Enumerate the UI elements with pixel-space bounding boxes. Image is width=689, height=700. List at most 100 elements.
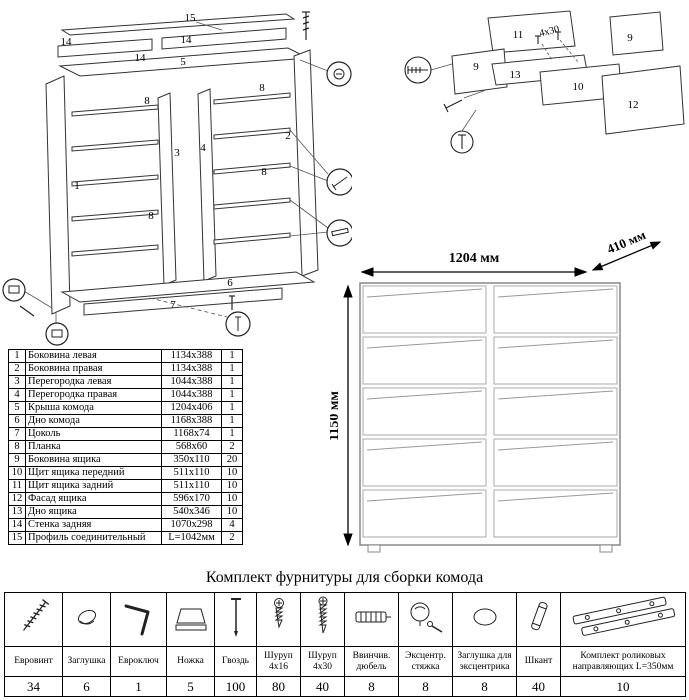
part-num: 8: [8, 440, 26, 454]
hardware-qty-row: 34 6 1 5 100 80 40 8 8 8 40 10: [4, 676, 686, 697]
plank: [213, 162, 291, 175]
part-label-4: 4: [200, 142, 206, 154]
bottom-panel: [60, 271, 316, 303]
part-num: 11: [8, 479, 26, 493]
plank: [213, 197, 291, 210]
part-name: Щит ящика задний: [25, 479, 162, 493]
screw-callout: [404, 56, 432, 84]
part-size: 511x110: [161, 479, 222, 493]
part-label-8: 8: [144, 95, 150, 107]
part-qty: 20: [221, 453, 243, 467]
part-num: 14: [8, 518, 26, 532]
part-num: 12: [8, 492, 26, 506]
part-name: Цоколь: [25, 427, 162, 441]
hardware-qty: 6: [62, 676, 111, 697]
plank: [213, 127, 291, 140]
hardware-qty: 8: [344, 676, 399, 697]
part-num: 1: [8, 349, 26, 363]
cam-cap-icon: [452, 592, 517, 647]
part-label-9: 9: [627, 32, 633, 44]
wood-dowel-icon: [516, 592, 561, 647]
part-size: 1168x388: [161, 414, 222, 428]
hardware-name: Шкант: [516, 646, 561, 677]
hardware-icons-row: [4, 592, 686, 647]
part-label-5: 5: [180, 56, 186, 68]
part-label-10: 10: [573, 81, 585, 93]
part-label-13: 13: [510, 69, 522, 81]
part-qty: 1: [221, 349, 243, 363]
part-num: 15: [8, 531, 26, 545]
part-name: Боковина левая: [25, 349, 162, 363]
height-dimension: [343, 284, 353, 547]
plank: [213, 92, 291, 105]
part-label-9: 9: [473, 61, 479, 73]
hardware-names-row: Евровинт Заглушка Евроключ Ножка Гвоздь …: [4, 646, 686, 677]
foot-callout: [45, 322, 69, 346]
nail-icon: [214, 592, 257, 647]
hardware-name: Заглушка для эксцентрика: [452, 646, 517, 677]
drawer-side-left: [451, 48, 508, 95]
leader-lines: [23, 21, 329, 323]
part-qty: 1: [221, 401, 243, 415]
part-size: 1044x388: [161, 375, 222, 389]
drawer-handle-grooves: [366, 288, 614, 502]
drawer-facade: [601, 65, 685, 135]
width-label: 1204 мм: [449, 251, 500, 266]
part-label-15: 15: [185, 12, 197, 24]
part-qty: 10: [221, 492, 243, 506]
part-num: 4: [8, 388, 26, 402]
plank: [71, 174, 159, 187]
hardware-qty: 34: [4, 676, 63, 697]
hex-key-icon: [110, 592, 167, 647]
part-qty: 10: [221, 466, 243, 480]
roller-guides-icon: [560, 592, 686, 647]
part-size: 540x346: [161, 505, 222, 519]
hardware-qty: 1: [110, 676, 167, 697]
part-qty: 4: [221, 518, 243, 532]
part-name: Боковина правая: [25, 362, 162, 376]
dresser-feet: [367, 544, 613, 553]
hardware-kit-table: Евровинт Заглушка Евроключ Ножка Гвоздь …: [4, 592, 686, 697]
drawer-assembly-diagram: 11 9 9 13 10 12 4x30: [404, 10, 685, 154]
part-size: 350x110: [161, 453, 222, 467]
part-size: 596x170: [161, 492, 222, 506]
part-label-14: 14: [135, 52, 147, 64]
part-num: 9: [8, 453, 26, 467]
hardware-name: Евровинт: [4, 646, 63, 677]
height-label: 1150 мм: [330, 391, 342, 441]
plank: [213, 232, 291, 245]
plinth: [83, 287, 283, 316]
right-side-panel: [293, 49, 319, 277]
callout-glyphs: [8, 68, 349, 338]
hardware-name: Шуруп 4x16: [256, 646, 301, 677]
part-name: Дно ящика: [25, 505, 162, 519]
hardware-kit-title: Комплект фурнитуры для сборки комода: [205, 569, 484, 586]
part-name: Перегородка левая: [25, 375, 162, 389]
part-size: 1168x74: [161, 427, 222, 441]
screw-4x16-icon: [256, 592, 301, 647]
hardware-qty: 10: [560, 676, 686, 697]
part-num: 6: [8, 414, 26, 428]
part-name: Профиль соединительный: [25, 531, 162, 545]
part-size: 1204x406: [161, 401, 222, 415]
hardware-name: Эксцентр. стяжка: [398, 646, 453, 677]
part-num: 3: [8, 375, 26, 389]
hardware-qty: 5: [166, 676, 215, 697]
cap-icon: [62, 592, 111, 647]
plank: [71, 104, 159, 117]
part-name: Крыша комода: [25, 401, 162, 415]
part-qty: 1: [221, 427, 243, 441]
fastener-glyphs: [404, 31, 561, 154]
euroscrew-icon: [4, 592, 63, 647]
screw-glyphs: [19, 11, 310, 317]
